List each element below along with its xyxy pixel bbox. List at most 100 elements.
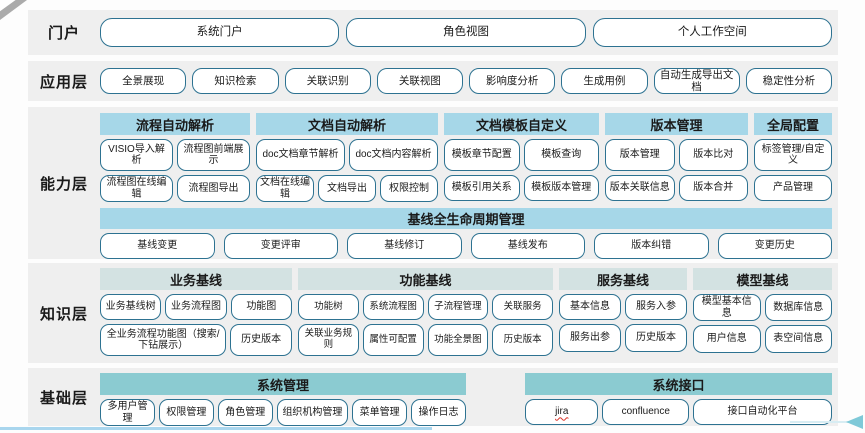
group-row: 模板引用关系模板版本管理 [444,175,599,201]
diagram-group: 功能基线功能树系统流程图子流程管理关联服务关联业务规则属性可配置功能全景图历史版… [298,268,553,360]
diagram-node: 权限管理 [158,399,214,426]
diagram-node: 知识检索 [192,68,279,94]
diagram-node: 角色视图 [346,18,586,47]
diagram-node: 业务基线树 [100,294,162,320]
diagram-node: 文档导出 [318,175,376,202]
diagram-node: 生成用例 [561,68,648,94]
diagram-node: 基线发布 [470,233,585,259]
layer-knowledge: 知识层 业务基线业务基线树业务流程图功能图全业务流程功能图（搜索/下钻展示）历史… [28,263,838,363]
diagram-node: 功能树 [298,294,359,320]
diagram-node: 个人工作空间 [592,18,832,47]
diagram-node: 稳定性分析 [745,68,832,94]
diagram-node: 数据库信息 [764,294,832,321]
diagram-node: 组织机构管理 [276,399,349,426]
diagram-node: 版本管理 [605,139,675,171]
diagram-node: VISIO导入解析 [100,139,173,171]
diagram-node: 表空间信息 [764,325,832,353]
group-row: 标签管理/自定义 [754,139,832,171]
diagram-node: jira [525,399,599,425]
diagram-node: 关联业务规则 [298,324,359,356]
portal-items: 系统门户角色视图个人工作空间 [100,18,832,47]
group-row: 服务出参历史版本 [559,324,687,352]
diagram-node: 关联识别 [284,68,371,94]
diagram-node: 权限控制 [380,175,438,202]
diagram-node: 属性可配置 [362,324,424,356]
diagram-node: 历史版本 [625,324,687,352]
diagram-node: 版本纠错 [594,233,709,259]
diagram-node: 模板版本管理 [523,175,599,201]
diagram-node: 流程图在线编辑 [100,175,173,202]
group-row: 用户信息表空间信息 [693,325,832,353]
group-row: 关联业务规则属性可配置功能全景图历史版本 [298,324,553,356]
group-title: 系统接口 [525,373,832,395]
diagram-node: 影响度分析 [469,68,556,94]
diagram-node: 基线变更 [100,233,215,259]
diagram-node: 版本合并 [678,175,748,201]
diagram-node: 子流程管理 [427,294,489,320]
baseline-lifecycle-header: 基线全生命周期管理 [100,208,832,229]
group-row: 基本信息服务入参 [559,294,687,320]
cursor-arrow-icon [846,415,863,429]
diagram-node: 关联服务 [492,294,553,320]
diagram-node: 关联视图 [376,68,463,94]
layer-portal-label: 门户 [47,25,80,42]
diagram-group: 文档模板自定义模板章节配置模板查询模板引用关系模板版本管理 [444,113,599,206]
diagram-group: 服务基线基本信息服务入参服务出参历史版本 [559,268,687,360]
diagram-node: confluence [602,399,690,425]
diagram-node: 流程图导出 [177,175,250,202]
diagram-node: 流程图前端展示 [177,139,250,171]
diagram-node: 系统流程图 [362,294,424,320]
diagram-group: 全局配置标签管理/自定义产品管理 [754,113,832,206]
group-row: 版本关联信息版本合并 [605,175,748,201]
group-title: 文档模板自定义 [444,113,599,135]
group-title: 服务基线 [559,268,687,290]
diagram-node: 历史版本 [230,324,292,356]
diagram-node: 全景展现 [100,68,187,94]
diagram-node: 操作日志 [411,399,466,426]
knowledge-groups: 业务基线业务基线树业务流程图功能图全业务流程功能图（搜索/下钻展示）历史版本功能… [100,268,832,360]
diagram-group: 系统管理多用户管理权限管理角色管理组织机构管理菜单管理操作日志 [100,373,466,430]
group-row: 业务基线树业务流程图功能图 [100,294,292,320]
diagram-node: 模型基本信息 [693,294,761,321]
group-title: 流程自动解析 [100,113,250,135]
baseline-lifecycle-items: 基线变更变更评审基线修订基线发布版本纠错变更历史 [100,233,832,259]
diagram-node: 业务流程图 [165,294,227,320]
slide-edge-line [0,427,432,430]
diagram-node: 模板章节配置 [444,139,520,171]
group-row: 多用户管理权限管理角色管理组织机构管理菜单管理操作日志 [100,399,466,426]
application-items: 全景展现知识检索关联识别关联视图影响度分析生成用例自动生成导出文档稳定性分析 [100,68,832,94]
diagram-node: 基线修订 [347,233,462,259]
group-title: 功能基线 [298,268,553,290]
diagram-node: 角色管理 [217,399,273,426]
diagram-node: 系统门户 [100,18,340,47]
group-title: 全局配置 [754,113,832,135]
layer-application: 应用层 全景展现知识检索关联识别关联视图影响度分析生成用例自动生成导出文档稳定性… [28,61,838,101]
diagram-node: 模板查询 [523,139,599,171]
group-title: 业务基线 [100,268,292,290]
diagram-node: 版本关联信息 [605,175,675,201]
group-row: VISIO导入解析流程图前端展示 [100,139,250,171]
group-row: 版本管理版本比对 [605,139,748,171]
layer-application-label: 应用层 [39,73,88,91]
diagram-node: 模板引用关系 [444,175,520,201]
diagram-node: 历史版本 [492,324,553,356]
layer-capability-label: 能力层 [39,175,88,193]
group-title: 模型基线 [693,268,832,290]
cursor-tail-line [790,421,850,423]
diagram-node: 功能图 [230,294,292,320]
diagram-node: 产品管理 [754,175,832,201]
group-title: 系统管理 [100,373,466,395]
layer-foundation-label: 基础层 [39,389,88,407]
diagram-group: 业务基线业务基线树业务流程图功能图全业务流程功能图（搜索/下钻展示）历史版本 [100,268,292,360]
group-title: 文档自动解析 [256,113,438,135]
group-row: 流程图在线编辑流程图导出 [100,175,250,202]
group-title: 版本管理 [605,113,748,135]
